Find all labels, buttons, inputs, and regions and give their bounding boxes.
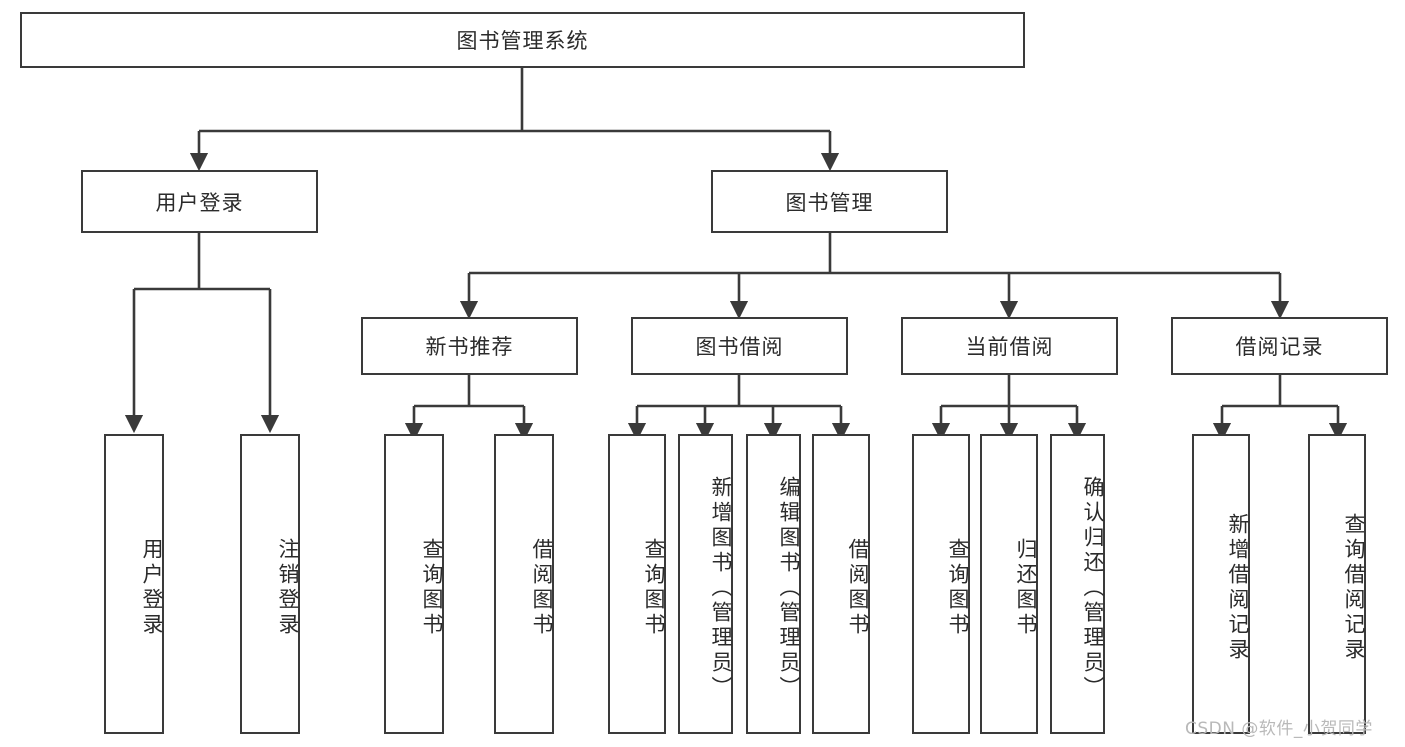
node-label: 图书借阅 [695, 335, 784, 359]
leaf-user-logout[interactable]: 注销登录 [240, 434, 300, 734]
node-label: 借阅图书 [846, 538, 870, 638]
leaf-newbook-query-books[interactable]: 查询图书 [384, 434, 444, 734]
leaf-records-query-record[interactable]: 查询借阅记录 [1308, 434, 1366, 734]
node-borrow-records[interactable]: 借阅记录 [1171, 317, 1388, 375]
node-label: 图书管理 [785, 190, 874, 215]
node-label: 查询图书 [642, 538, 666, 638]
watermark-text: CSDN @软件_小贺同学 [1185, 719, 1373, 739]
node-label: 借阅图书 [530, 538, 554, 638]
node-label: 借阅记录 [1235, 335, 1324, 359]
leaf-user-login[interactable]: 用户登录 [104, 434, 164, 734]
node-label: 新增借阅记录 [1226, 513, 1250, 663]
node-label: 图书管理系统 [456, 29, 589, 53]
node-book-borrow[interactable]: 图书借阅 [631, 317, 848, 375]
node-book-management[interactable]: 图书管理 [711, 170, 948, 233]
node-label: 编辑图书（管理员） [777, 475, 801, 701]
node-label: 当前借阅 [965, 335, 1054, 359]
node-label: 确认归还（管理员） [1081, 475, 1105, 701]
leaf-newbook-borrow-books[interactable]: 借阅图书 [494, 434, 554, 734]
node-label: 注销登录 [276, 538, 300, 638]
leaf-borrow-query-books[interactable]: 查询图书 [608, 434, 666, 734]
node-label: 新书推荐 [425, 335, 514, 359]
node-new-book-recommend[interactable]: 新书推荐 [361, 317, 578, 375]
node-current-borrow[interactable]: 当前借阅 [901, 317, 1118, 375]
leaf-borrow-add-book-admin[interactable]: 新增图书（管理员） [678, 434, 733, 734]
leaf-borrow-edit-book-admin[interactable]: 编辑图书（管理员） [746, 434, 801, 734]
node-label: 查询借阅记录 [1342, 513, 1366, 663]
node-root-book-management-system[interactable]: 图书管理系统 [20, 12, 1025, 68]
leaf-current-query-books[interactable]: 查询图书 [912, 434, 970, 734]
leaf-current-return-books[interactable]: 归还图书 [980, 434, 1038, 734]
node-label: 查询图书 [420, 538, 444, 638]
leaf-records-add-record[interactable]: 新增借阅记录 [1192, 434, 1250, 734]
node-label: 用户登录 [140, 538, 164, 638]
node-label: 查询图书 [946, 538, 970, 638]
node-label: 用户登录 [155, 190, 244, 215]
node-label: 归还图书 [1014, 538, 1038, 638]
node-user-login[interactable]: 用户登录 [81, 170, 318, 233]
leaf-current-confirm-return-admin[interactable]: 确认归还（管理员） [1050, 434, 1105, 734]
leaf-borrow-borrow-books[interactable]: 借阅图书 [812, 434, 870, 734]
node-label: 新增图书（管理员） [709, 475, 733, 701]
